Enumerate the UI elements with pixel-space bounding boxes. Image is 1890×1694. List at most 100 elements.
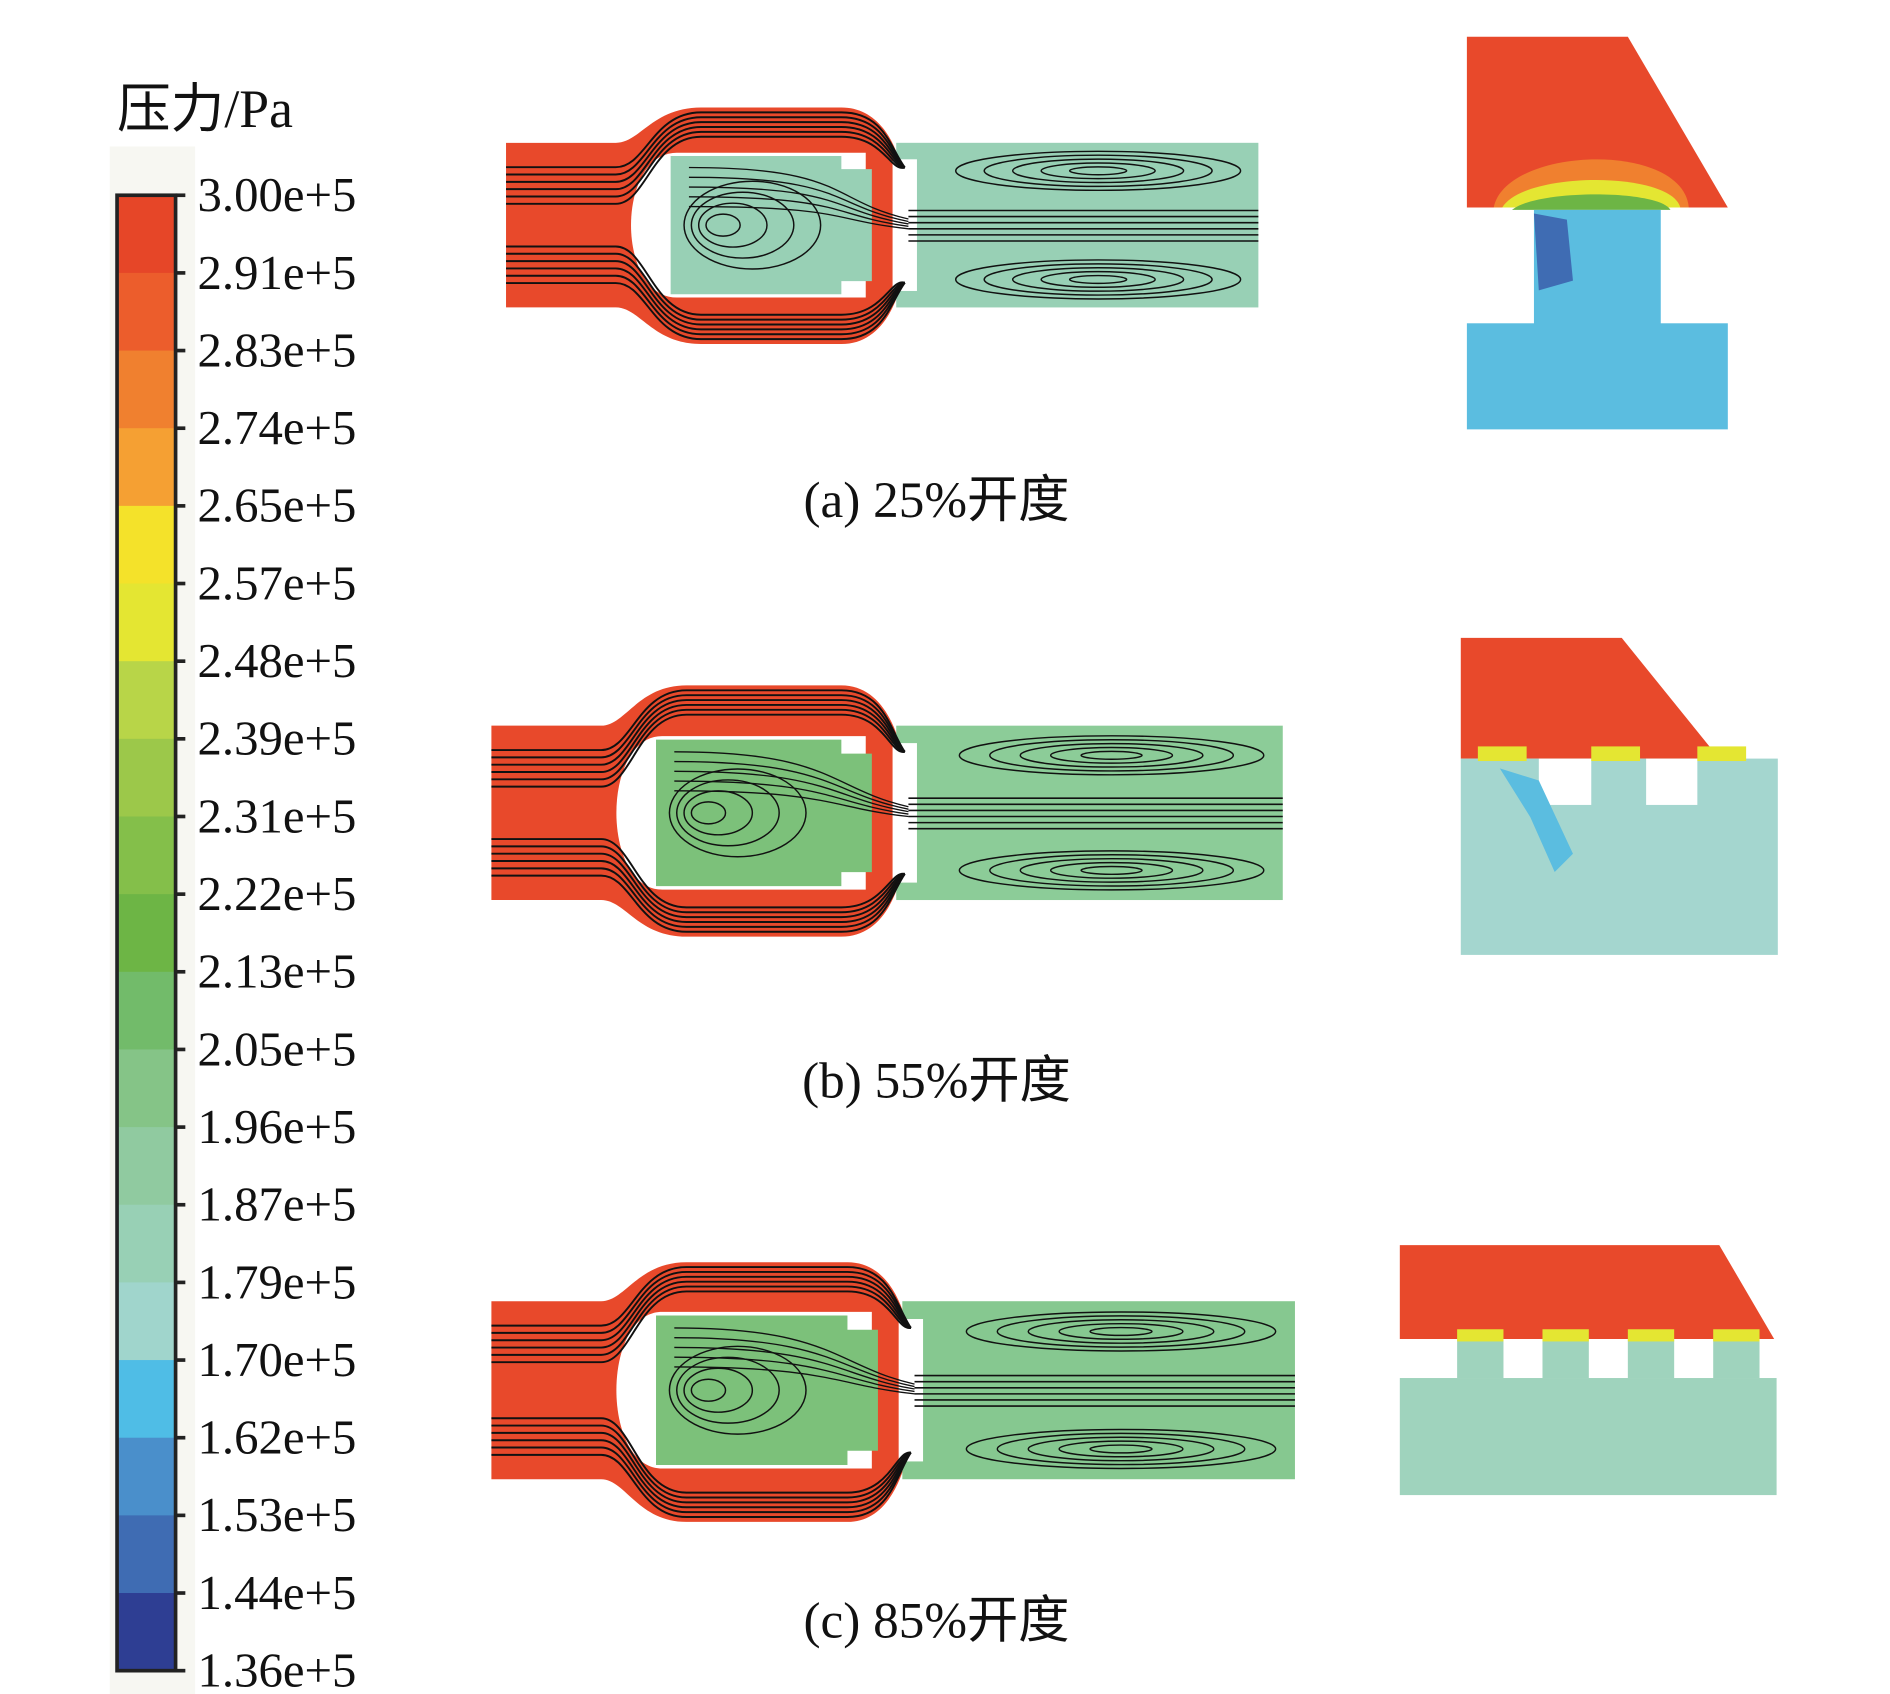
valve-interior xyxy=(656,739,872,887)
legend-title: 压力/Pa xyxy=(117,79,293,139)
valve-interior xyxy=(656,1315,878,1465)
streamline xyxy=(506,252,905,321)
detail-contour-c xyxy=(1399,1245,1777,1496)
legend-band xyxy=(117,583,176,662)
gradient-band xyxy=(1697,746,1747,762)
streamline xyxy=(506,130,905,198)
color-legend: 3.00e+52.91e+52.83e+52.74e+52.65e+52.57e… xyxy=(109,146,357,1694)
streamline xyxy=(688,186,909,225)
vortex-line xyxy=(965,1428,1277,1470)
tooth-zone xyxy=(1713,1339,1760,1379)
legend-band xyxy=(117,350,176,429)
legend-band xyxy=(117,1360,176,1439)
streamline xyxy=(674,751,909,808)
streamline xyxy=(506,282,906,341)
vortex-line xyxy=(1011,267,1185,292)
streamline xyxy=(491,1270,912,1334)
streamline xyxy=(506,267,906,331)
streamline xyxy=(491,1417,912,1494)
streamline xyxy=(674,1346,915,1390)
legend-frame xyxy=(115,193,178,1673)
caption-a: (a) 25%开度 xyxy=(804,472,1070,529)
streamline xyxy=(491,838,905,909)
legend-label: 2.57e+5 xyxy=(198,556,357,610)
streamline xyxy=(491,1275,912,1342)
legend-band xyxy=(117,1049,176,1128)
streamline xyxy=(491,1285,912,1356)
streamline xyxy=(491,1290,912,1364)
streamline xyxy=(491,873,906,933)
vortex-line xyxy=(996,1315,1246,1348)
gradient-band xyxy=(1713,1329,1760,1342)
vortex-line xyxy=(705,213,741,237)
legend-label: 2.91e+5 xyxy=(198,246,357,300)
streamline xyxy=(506,121,906,183)
outlet-zone xyxy=(1399,1378,1777,1496)
valve-sections xyxy=(491,107,1295,1522)
vortex-line xyxy=(1049,746,1174,764)
vortex-line xyxy=(1019,857,1204,883)
streamline xyxy=(674,780,909,815)
streamline xyxy=(506,135,906,205)
legend-band xyxy=(117,894,176,973)
legend-label: 2.48e+5 xyxy=(198,634,357,688)
high-pressure-zone xyxy=(1466,36,1728,208)
vortex-line xyxy=(1058,1322,1184,1341)
low-pressure-zone xyxy=(1499,768,1573,872)
gradient-band xyxy=(1591,746,1641,762)
outlet-channel xyxy=(896,142,1259,308)
high-pressure-zone xyxy=(1399,1245,1775,1340)
streamline xyxy=(491,1439,912,1509)
legend-band xyxy=(117,272,176,352)
streamline xyxy=(674,1366,915,1395)
streamline xyxy=(688,166,909,220)
streamline xyxy=(491,713,905,788)
detail-contour-b xyxy=(1460,637,1778,955)
outlet-channel xyxy=(902,1301,1295,1480)
legend-band xyxy=(117,1515,176,1594)
streamline xyxy=(674,790,909,818)
tooth-gap xyxy=(1646,758,1698,805)
vortex-line xyxy=(1089,1444,1153,1454)
streamline xyxy=(491,708,906,781)
legend-band xyxy=(117,1204,176,1284)
detail-contours xyxy=(1399,36,1778,1496)
streamline xyxy=(491,689,906,753)
streamline xyxy=(491,867,906,928)
vortex-line xyxy=(958,735,1265,776)
tooth-zone xyxy=(1457,1339,1504,1379)
streamline xyxy=(491,694,906,759)
gradient-band xyxy=(1627,1329,1675,1342)
legend-label: 1.36e+5 xyxy=(198,1644,357,1694)
valve-section xyxy=(506,107,1259,345)
vortex-line xyxy=(1080,750,1143,760)
legend-label: 2.05e+5 xyxy=(198,1022,357,1076)
vortex-line xyxy=(1049,861,1174,879)
streamline xyxy=(688,205,909,230)
vortex-line xyxy=(690,1378,727,1402)
streamline xyxy=(506,116,906,176)
legend-band xyxy=(117,1282,176,1361)
streamline xyxy=(506,245,906,316)
vortex-line xyxy=(983,154,1213,188)
streamline xyxy=(491,1451,912,1519)
valve-section xyxy=(491,685,1283,937)
vortex-line xyxy=(1068,274,1128,285)
legend-label: 2.13e+5 xyxy=(198,945,357,999)
vortex-line xyxy=(1040,162,1156,180)
vortex-line xyxy=(668,768,807,858)
streamline xyxy=(688,176,909,223)
legend-label: 2.83e+5 xyxy=(198,323,357,377)
legend-band xyxy=(117,1127,176,1206)
streamline xyxy=(491,703,906,773)
vortex-line xyxy=(1089,1326,1153,1337)
streamline xyxy=(674,760,909,810)
legend-label: 2.22e+5 xyxy=(198,867,357,921)
streamline xyxy=(491,1446,912,1514)
orifice-gap xyxy=(898,1319,924,1462)
streamline xyxy=(674,1327,915,1385)
outlet-zone xyxy=(1466,323,1728,430)
vortex-line xyxy=(697,202,768,248)
vortex-line xyxy=(1058,1440,1184,1458)
vortex-line xyxy=(958,850,1265,891)
